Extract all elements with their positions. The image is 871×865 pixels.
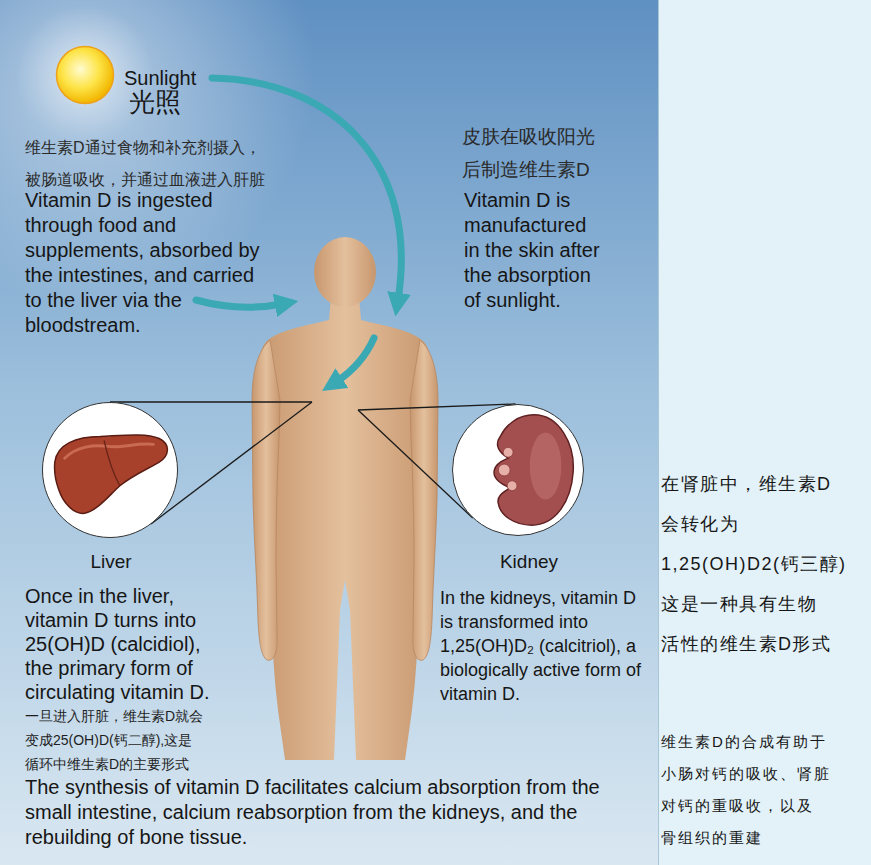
liver-highlight <box>65 444 154 458</box>
kidney-drawing <box>453 405 583 535</box>
body-text: Vitamin D is manufactured in the skin af… <box>464 188 604 313</box>
note-cjk: 一旦进入肝脏，维生素D就会 变成25(OH)D(钙二醇),这是 循环中维生素D的… <box>25 704 220 776</box>
sun-drawing <box>55 45 115 105</box>
note-cjk: 皮肤在吸收阳光 后制造维生素D <box>462 120 612 186</box>
head <box>314 237 376 307</box>
right-arm <box>410 340 438 660</box>
body-text: Once in the liver, vitamin D turns into … <box>25 584 221 704</box>
left-arm <box>252 340 280 660</box>
body-text: Vitamin D is ingested through food and s… <box>25 188 268 338</box>
sun-label: 光照 <box>129 86 181 119</box>
sun-icon: Sunlight光照 <box>55 45 115 105</box>
panel-note: 在肾脏中，维生素D 会转化为 1,25(OH)D2(钙三醇) 这是一种具有生物 … <box>661 464 869 664</box>
kidney-calyx <box>503 447 513 457</box>
side-panel: 在肾脏中，维生素D 会转化为 1,25(OH)D2(钙三醇) 这是一种具有生物 … <box>658 0 871 865</box>
sun-disc <box>57 47 114 104</box>
organ-circle: Kidney <box>452 404 584 536</box>
kidney-shape <box>494 415 573 525</box>
caption-text: The synthesis of vitamin D facilitates c… <box>25 775 630 850</box>
human-figure <box>252 237 438 760</box>
liver-fissure <box>104 440 120 485</box>
intake-arrow <box>196 300 282 307</box>
kidney-highlight <box>530 433 562 500</box>
organ-circle: Liver <box>42 402 178 538</box>
liver-drawing <box>43 403 177 537</box>
leader-line <box>110 401 312 402</box>
organ-name: Liver <box>43 550 179 574</box>
panel-note: 维生素D的合成有助于 小肠对钙的吸收、肾脏 对钙的重吸收，以及 骨组织的重建 <box>661 726 869 854</box>
liver-shape <box>55 435 168 514</box>
kidney-calyx <box>498 464 510 476</box>
kidney-calyx <box>507 481 517 491</box>
note-cjk: 维生素D通过食物和补充剂摄入， 被肠道吸收，并通过血液进入肝脏 <box>25 132 305 196</box>
body-text: In the kidneys, vitamin D is transformed… <box>440 586 652 706</box>
flow-arrow <box>336 338 374 382</box>
body-silhouette <box>259 296 432 760</box>
organ-name: Kidney <box>463 550 595 574</box>
